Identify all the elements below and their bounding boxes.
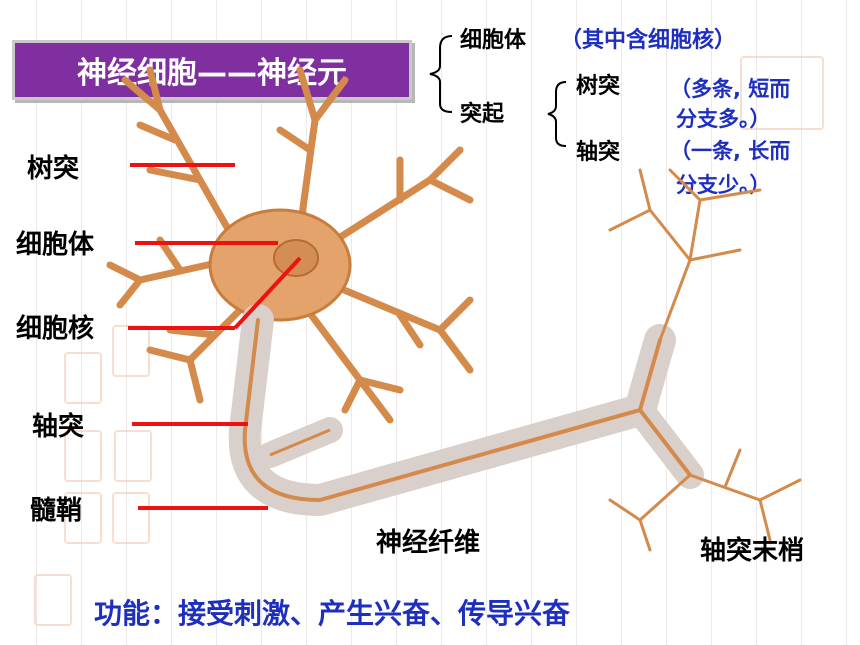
dendrite-note-line1: （多条, 短而: [670, 77, 791, 101]
tree-process: 突起: [460, 102, 505, 127]
neuron-soma: [106, 66, 474, 424]
brace-main: [429, 35, 453, 113]
label-cell-body: 细胞体: [16, 230, 95, 260]
axon-terminals: [608, 168, 802, 552]
decorative-stamp: [64, 352, 102, 404]
decorative-stamp: [64, 430, 102, 482]
decorative-stamp: [740, 56, 824, 130]
label-nucleus: 细胞核: [16, 314, 95, 344]
label-myelin: 髓鞘: [30, 496, 83, 526]
page-title: 神经细胞——神经元: [12, 40, 412, 100]
label-axon: 轴突: [32, 412, 85, 442]
decorative-stamp: [64, 492, 102, 544]
decorative-stamp: [112, 492, 150, 544]
tree-cell-body: 细胞体: [460, 28, 527, 53]
function-text: 功能：接受刺激、产生兴奋、传导兴奋: [94, 597, 571, 630]
decorative-stamp: [34, 574, 72, 626]
tree-axon: 轴突: [576, 140, 621, 165]
dendrite-note-line2: 分支多。）: [676, 107, 771, 131]
axon-note-line1: （一条, 长而: [670, 139, 791, 163]
label-nerve-fiber: 神经纤维: [376, 528, 481, 558]
tree-cell-body-note: （其中含细胞核）: [560, 28, 737, 53]
label-axon-terminal: 轴突末梢: [700, 536, 805, 566]
label-dendrite: 树突: [27, 154, 80, 184]
brace-process: [547, 81, 567, 147]
nucleus-shape: [273, 239, 319, 277]
axon-fiber: [228, 304, 704, 516]
pointer-lines: [128, 163, 302, 510]
decorative-stamp: [114, 430, 152, 482]
tree-dendrite: 树突: [576, 74, 621, 99]
